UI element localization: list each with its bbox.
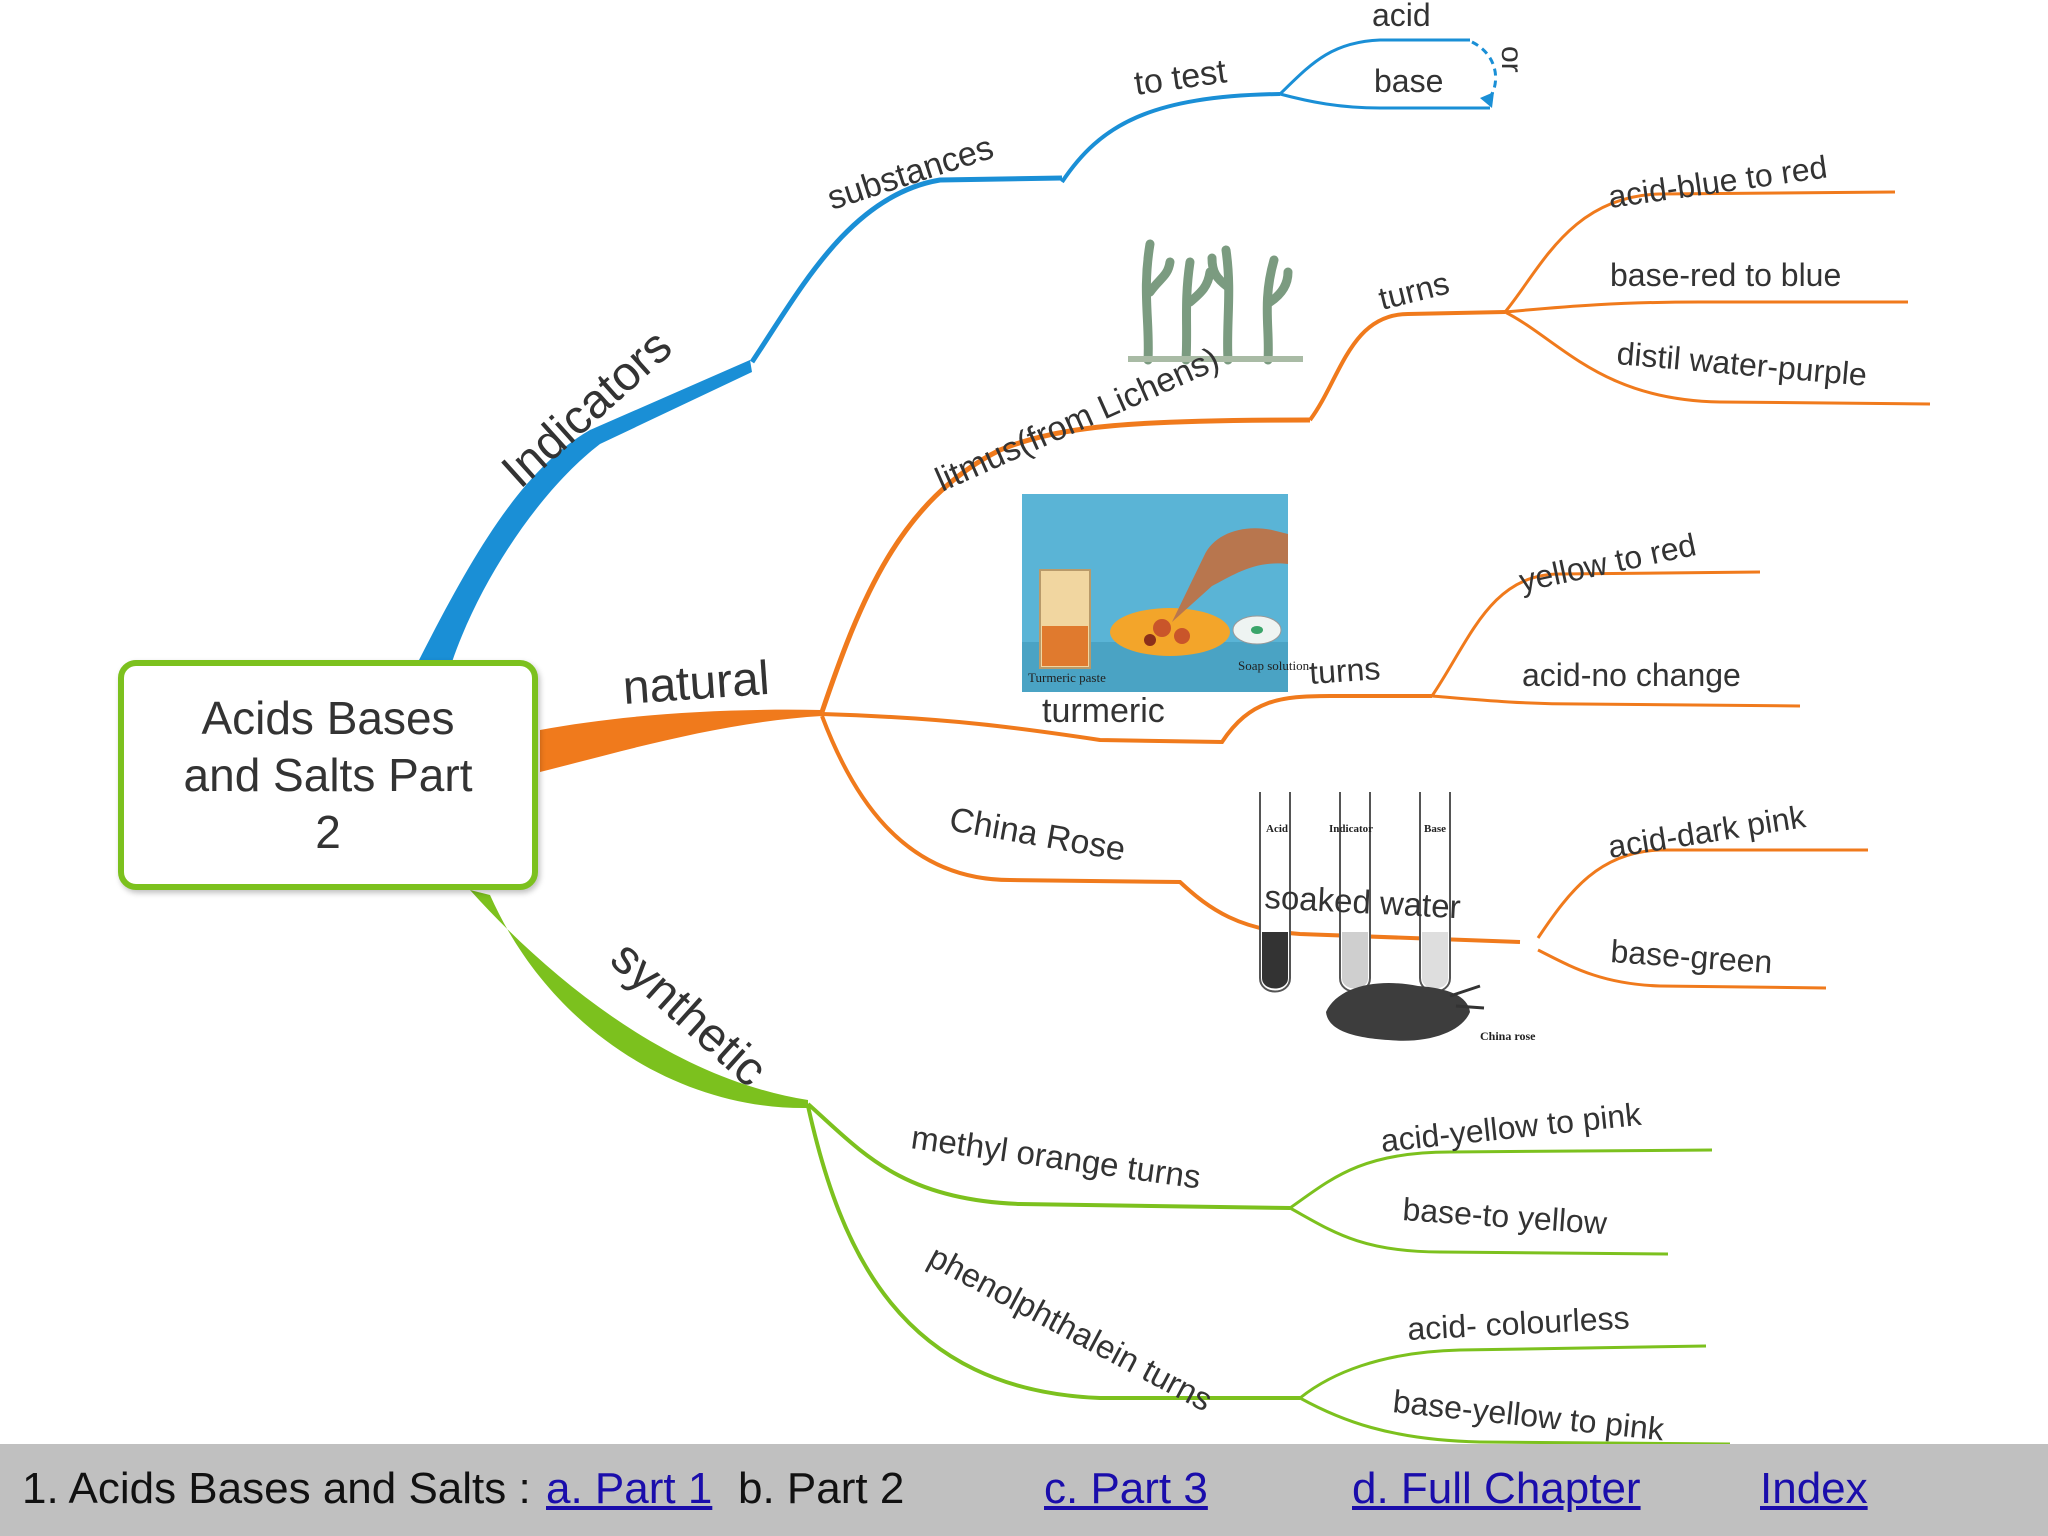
natural-main-branch — [540, 709, 822, 772]
turmeric-result-yellow: yellow to red — [1516, 526, 1699, 599]
or-arrowhead — [1480, 92, 1494, 108]
litmus-result-water: distil water-purple — [1615, 335, 1868, 393]
turmeric-turns-label: turns — [1308, 650, 1381, 691]
substances-branch — [749, 175, 1063, 364]
natural-label: natural — [621, 652, 771, 715]
footer-nav-bar: 1. Acids Bases and Salts : a. Part 1 b. … — [0, 1444, 2048, 1536]
base-label: base — [1374, 63, 1443, 99]
or-label: or — [1495, 46, 1528, 73]
tube-label-base: Base — [1424, 823, 1446, 835]
methyl-orange-results-branches — [1289, 1148, 1713, 1256]
methyl-orange-label: methyl orange turns — [909, 1118, 1203, 1195]
footer-link-full-chapter[interactable]: d. Full Chapter — [1352, 1464, 1641, 1513]
china-rose-caption: China rose — [1480, 1029, 1536, 1043]
litmus-branch — [819, 417, 1311, 713]
litmus-result-base: base-red to blue — [1610, 257, 1841, 293]
china-rose-result-base: base-green — [1610, 933, 1774, 980]
acid-label: acid — [1372, 0, 1431, 33]
litmus-results-branches — [1503, 190, 1931, 406]
phenolphthalein-result-acid: acid- colourless — [1406, 1299, 1630, 1347]
turmeric-photo: Turmeric paste Soap solution — [1022, 494, 1310, 692]
phenolphthalein-results-branches — [1299, 1344, 1731, 1444]
litmus-turns-branch — [1308, 310, 1506, 422]
footer-link-part1[interactable]: a. Part 1 — [546, 1464, 713, 1513]
central-topic-box: Acids Bases and Salts Part 2 — [118, 660, 538, 890]
china-rose-tubes-illustration: Acid Indicator Base China rose — [1259, 792, 1536, 1043]
litmus-result-acid: acid-blue to red — [1606, 149, 1829, 215]
acid-base-branch — [1278, 38, 1490, 110]
china-rose-result-acid: acid-dark pink — [1605, 798, 1808, 865]
china-rose-label: China Rose — [947, 800, 1129, 868]
methyl-orange-result-base: base-to yellow — [1402, 1191, 1609, 1241]
china-rose-results-branches — [1536, 848, 1868, 990]
footer-current-part2: b. Part 2 — [738, 1464, 905, 1513]
lichen-illustration — [1128, 232, 1303, 365]
footer-link-part3[interactable]: c. Part 3 — [1044, 1464, 1208, 1513]
to-test-label: to test — [1132, 52, 1230, 103]
tube-label-indicator: Indicator — [1329, 823, 1373, 835]
turmeric-results-branches — [1430, 570, 1801, 708]
turmeric-label: turmeric — [1042, 692, 1165, 730]
phenolphthalein-branch — [806, 1105, 1300, 1400]
substances-label: substances — [823, 128, 998, 217]
turmeric-branch — [821, 694, 1432, 745]
phenolphthalein-result-base: base-yellow to pink — [1391, 1383, 1666, 1444]
or-connector — [1471, 40, 1497, 101]
phenolphthalein-label: phenolphthalein turns — [923, 1238, 1219, 1419]
turmeric-paste-caption: Turmeric paste — [1028, 670, 1106, 685]
tube-label-acid: Acid — [1266, 823, 1288, 835]
turmeric-result-acid: acid-no change — [1522, 657, 1741, 693]
footer-link-index[interactable]: Index — [1760, 1464, 1868, 1513]
indicators-main-branch — [418, 360, 752, 662]
china-rose-branch — [820, 715, 1521, 944]
methyl-orange-branch — [806, 1102, 1291, 1210]
litmus-turns-label: turns — [1375, 265, 1453, 317]
footer-prefix: 1. Acids Bases and Salts : — [22, 1464, 531, 1513]
soap-solution-caption: Soap solution — [1238, 658, 1310, 673]
to-test-branch — [1060, 92, 1281, 184]
mind-map: Turmeric paste Soap solution Acid Indica… — [418, 0, 1931, 1444]
central-topic-label: Acids Bases and Salts Part 2 — [183, 691, 473, 858]
